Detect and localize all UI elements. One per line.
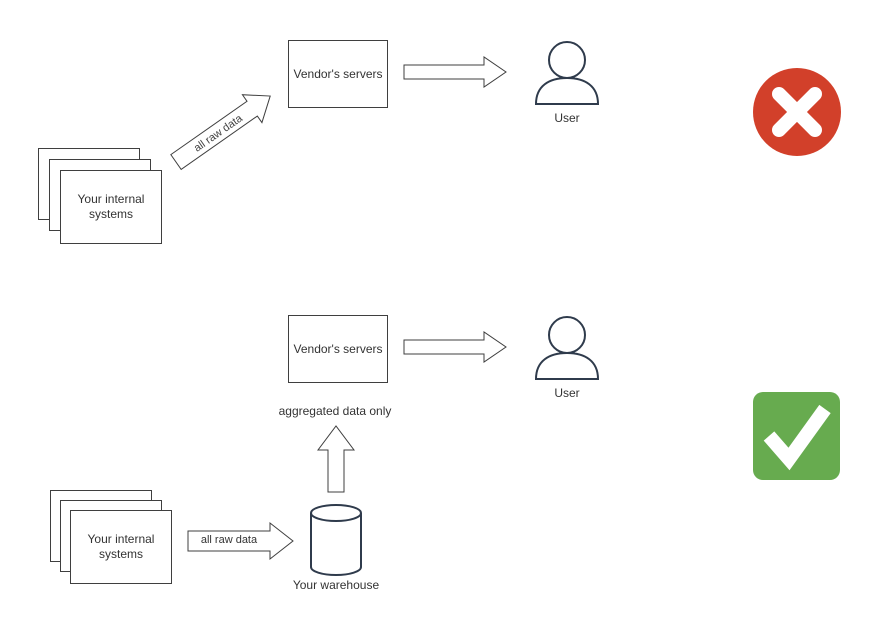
cylinder-body (310, 513, 362, 577)
block-arrow-shape (170, 94, 271, 171)
warehouse-cylinder-icon (310, 504, 362, 577)
bottom-user-icon (534, 316, 600, 380)
top-raw-data-arrow: all raw data (170, 94, 271, 171)
bottom-vendor-servers-box: Vendor's servers (288, 315, 388, 383)
user-head (548, 316, 586, 354)
warehouse-label: Your warehouse (292, 578, 380, 592)
bottom-vendor-servers-label: Vendor's servers (293, 341, 383, 356)
top-vendor-servers-box: Vendor's servers (288, 40, 388, 108)
top-internal-systems-box: Your internal systems (60, 170, 162, 244)
check-badge-rect (753, 392, 840, 480)
cross-icon (772, 87, 822, 137)
top-vendor-servers-label: Vendor's servers (293, 66, 383, 81)
top-vendor-to-user-arrow (403, 56, 507, 88)
bottom-internal-systems-box: Your internal systems (70, 510, 172, 584)
top-raw-data-arrow-label: all raw data (192, 112, 246, 155)
user-shoulders (534, 76, 600, 105)
aggregated-data-label: aggregated data only (278, 404, 392, 418)
cylinder-top (310, 504, 362, 522)
user-head (548, 41, 586, 79)
check-icon (763, 404, 831, 471)
top-internal-systems-label: Your internal systems (77, 192, 145, 221)
rejected-badge (753, 68, 841, 156)
approved-badge (753, 392, 840, 480)
aggregated-data-up-arrow (317, 425, 355, 493)
top-user-label: User (554, 111, 580, 125)
bottom-vendor-to-user-arrow (403, 331, 507, 363)
bottom-internal-systems-label: Your internal systems (87, 532, 155, 561)
top-user-icon (534, 41, 600, 105)
bottom-raw-data-label: all raw data (200, 534, 258, 546)
user-shoulders (534, 351, 600, 380)
bottom-raw-data-arrow (187, 521, 294, 561)
bottom-user-label: User (554, 386, 580, 400)
